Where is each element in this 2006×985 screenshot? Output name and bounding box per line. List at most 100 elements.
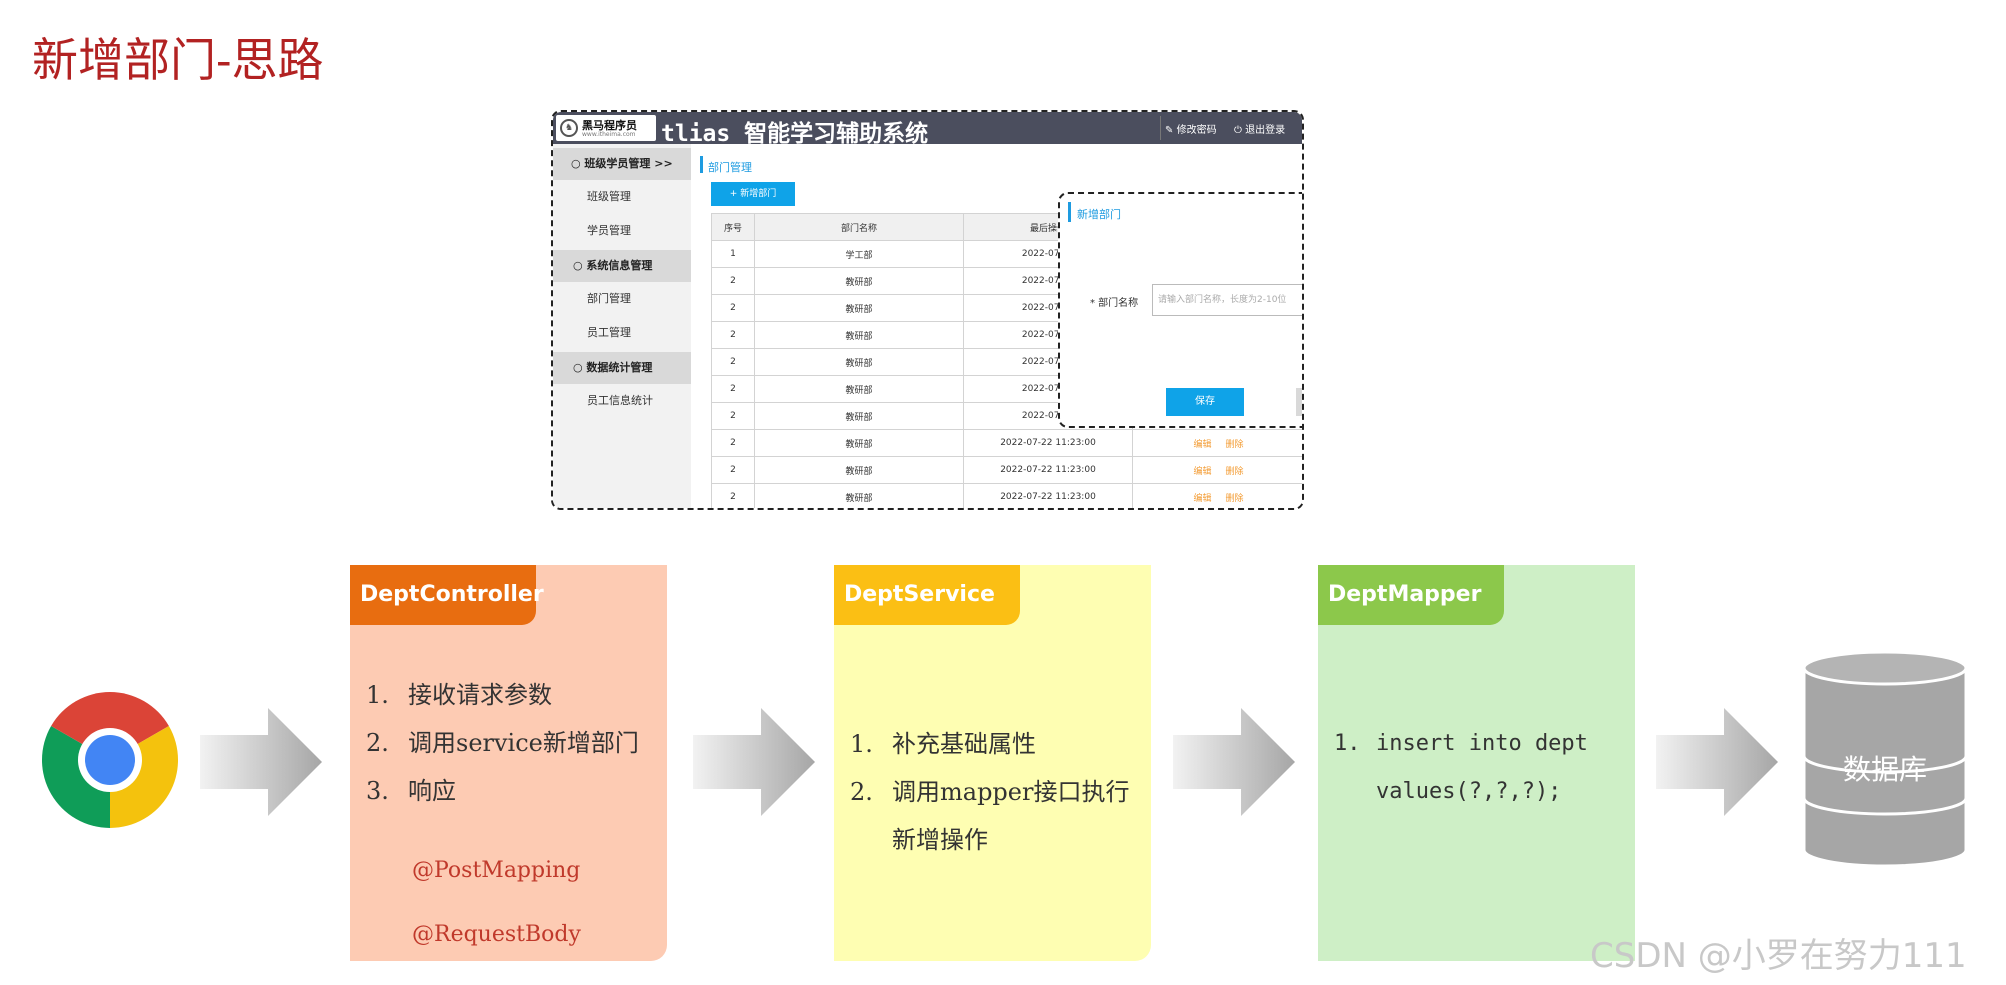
edit-link[interactable]: 编辑 bbox=[1193, 493, 1212, 504]
edit-link[interactable]: 编辑 bbox=[1193, 466, 1212, 477]
last-op-cell: 2022-07-22 11:23:00 bbox=[963, 456, 1133, 484]
dept-name-cell: 教研部 bbox=[754, 321, 964, 349]
change-password-link[interactable]: ✎ 修改密码 bbox=[1165, 121, 1217, 136]
mapper-card-title: DeptMapper bbox=[1318, 565, 1504, 625]
arrow-right-icon bbox=[1173, 708, 1295, 816]
dept-name-cell: 教研部 bbox=[754, 267, 964, 295]
pencil-icon: ✎ bbox=[1165, 125, 1174, 136]
sidebar-item-class[interactable]: 班级管理 bbox=[587, 190, 631, 203]
sidebar-group-stats[interactable]: ○ 数据统计管理 bbox=[553, 352, 691, 384]
dept-name-cell: 教研部 bbox=[754, 294, 964, 322]
delete-link[interactable]: 删除 bbox=[1225, 466, 1244, 477]
service-card-title: DeptService bbox=[834, 565, 1020, 625]
sidebar-item-employee[interactable]: 员工管理 bbox=[587, 326, 631, 339]
mapper-card: DeptMapper 1.insert into dept values(?,?… bbox=[1318, 565, 1635, 961]
sidebar-item-dept[interactable]: 部门管理 bbox=[587, 292, 631, 305]
dept-name-label: * 部门名称 bbox=[1090, 298, 1139, 309]
dept-name-cell: 教研部 bbox=[754, 429, 964, 457]
controller-card-title: DeptController bbox=[350, 565, 544, 625]
sidebar-group-class[interactable]: ○ 班级学员管理 >> bbox=[553, 148, 691, 180]
app-header: ♞ 黑马程序员 www.itheima.com tlias 智能学习辅助系统 ✎… bbox=[553, 112, 1302, 147]
cancel-button[interactable]: 取消 bbox=[1296, 388, 1302, 416]
dept-name-cell: 教研部 bbox=[754, 456, 964, 484]
col-index: 序号 bbox=[711, 213, 755, 241]
logo-horse-icon: ♞ bbox=[560, 119, 578, 137]
dept-name-cell: 教研部 bbox=[754, 402, 964, 430]
save-button[interactable]: 保存 bbox=[1166, 388, 1244, 416]
service-steps: 1.补充基础属性 2.调用mapper接口执行新增操作 bbox=[850, 720, 1140, 864]
dept-name-cell: 教研部 bbox=[754, 348, 964, 376]
index-cell: 1 bbox=[711, 240, 755, 268]
sidebar-item-student[interactable]: 学员管理 bbox=[587, 224, 631, 237]
index-cell: 2 bbox=[711, 402, 755, 430]
watermark: CSDN @小罗在努力111 bbox=[1590, 936, 1967, 976]
logout-label: 退出登录 bbox=[1245, 125, 1286, 136]
app-logo: ♞ 黑马程序员 www.itheima.com bbox=[556, 115, 656, 141]
arrow-right-icon bbox=[1656, 708, 1778, 816]
logo-url: www.itheima.com bbox=[582, 131, 636, 138]
index-cell: 2 bbox=[711, 483, 755, 508]
index-cell: 2 bbox=[711, 429, 755, 457]
step-text: 补充基础属性 bbox=[892, 730, 1036, 758]
sidebar-item-employee-stats[interactable]: 员工信息统计 bbox=[587, 394, 653, 407]
add-dept-dialog: 新增部门 * 部门名称 请输入部门名称，长度为2-10位 保存 取消 bbox=[1058, 192, 1302, 428]
logo-name: 黑马程序员 bbox=[582, 119, 637, 132]
header-divider bbox=[1160, 116, 1161, 140]
actions-cell: 编辑 删除 bbox=[1132, 429, 1302, 457]
change-password-label: 修改密码 bbox=[1176, 125, 1217, 136]
actions-cell: 编辑 删除 bbox=[1132, 483, 1302, 508]
step-text: insert into dept values(?,?,?); bbox=[1376, 731, 1588, 804]
arrow-right-icon bbox=[200, 708, 322, 816]
service-card: DeptService 1.补充基础属性 2.调用mapper接口执行新增操作 bbox=[834, 565, 1151, 961]
delete-link[interactable]: 删除 bbox=[1225, 493, 1244, 504]
sidebar: ○ 班级学员管理 >> 班级管理 学员管理 ○ 系统信息管理 部门管理 员工管理… bbox=[553, 144, 691, 508]
service-step: 1.补充基础属性 bbox=[850, 730, 1036, 758]
mapper-step: 1.insert into dept values(?,?,?); bbox=[1334, 731, 1588, 804]
controller-steps: 1.接收请求参数 2.调用service新增部门 3.响应 bbox=[366, 671, 656, 815]
add-dept-button[interactable]: + 新增部门 bbox=[711, 182, 795, 206]
dept-name-cell: 教研部 bbox=[754, 375, 964, 403]
page-title: 新增部门-思路 bbox=[32, 33, 324, 87]
database-label: 数据库 bbox=[1842, 753, 1927, 786]
controller-step: 2.调用service新增部门 bbox=[366, 729, 639, 757]
index-cell: 2 bbox=[711, 348, 755, 376]
actions-cell: 编辑 删除 bbox=[1132, 456, 1302, 484]
step-text: 调用service新增部门 bbox=[408, 729, 639, 757]
col-dept-name: 部门名称 bbox=[754, 213, 964, 241]
sidebar-group-system[interactable]: ○ 系统信息管理 bbox=[553, 250, 691, 282]
service-step: 2.调用mapper接口执行新增操作 bbox=[850, 778, 1130, 854]
last-op-cell: 2022-07-22 11:23:00 bbox=[963, 483, 1133, 508]
app-screenshot: ♞ 黑马程序员 www.itheima.com tlias 智能学习辅助系统 ✎… bbox=[551, 110, 1304, 510]
dept-name-input[interactable]: 请输入部门名称，长度为2-10位 bbox=[1152, 284, 1302, 316]
index-cell: 2 bbox=[711, 267, 755, 295]
app-title: tlias 智能学习辅助系统 bbox=[661, 121, 929, 147]
step-text: 调用mapper接口执行新增操作 bbox=[892, 778, 1130, 854]
step-text: 接收请求参数 bbox=[408, 681, 552, 709]
index-cell: 2 bbox=[711, 294, 755, 322]
logout-link[interactable]: ⏻ 退出登录 bbox=[1234, 121, 1285, 136]
breadcrumb-marker bbox=[700, 156, 703, 173]
dept-name-cell: 学工部 bbox=[754, 240, 964, 268]
dialog-title: 新增部门 bbox=[1077, 208, 1121, 221]
annotation-postmapping: @PostMapping bbox=[412, 858, 581, 883]
delete-link[interactable]: 删除 bbox=[1225, 439, 1244, 450]
controller-card: DeptController 1.接收请求参数 2.调用service新增部门 … bbox=[350, 565, 667, 961]
step-text: 响应 bbox=[408, 777, 456, 805]
edit-link[interactable]: 编辑 bbox=[1193, 439, 1212, 450]
chrome-icon bbox=[41, 692, 179, 828]
power-icon: ⏻ bbox=[1234, 125, 1242, 136]
controller-step: 3.响应 bbox=[366, 777, 456, 805]
mapper-steps: 1.insert into dept values(?,?,?); bbox=[1334, 720, 1619, 816]
index-cell: 2 bbox=[711, 456, 755, 484]
controller-step: 1.接收请求参数 bbox=[366, 681, 552, 709]
annotation-requestbody: @RequestBody bbox=[412, 922, 581, 947]
index-cell: 2 bbox=[711, 375, 755, 403]
last-op-cell: 2022-07-22 11:23:00 bbox=[963, 429, 1133, 457]
dept-name-cell: 教研部 bbox=[754, 483, 964, 508]
index-cell: 2 bbox=[711, 321, 755, 349]
database-icon bbox=[1802, 650, 1968, 868]
dialog-title-marker bbox=[1068, 202, 1071, 222]
